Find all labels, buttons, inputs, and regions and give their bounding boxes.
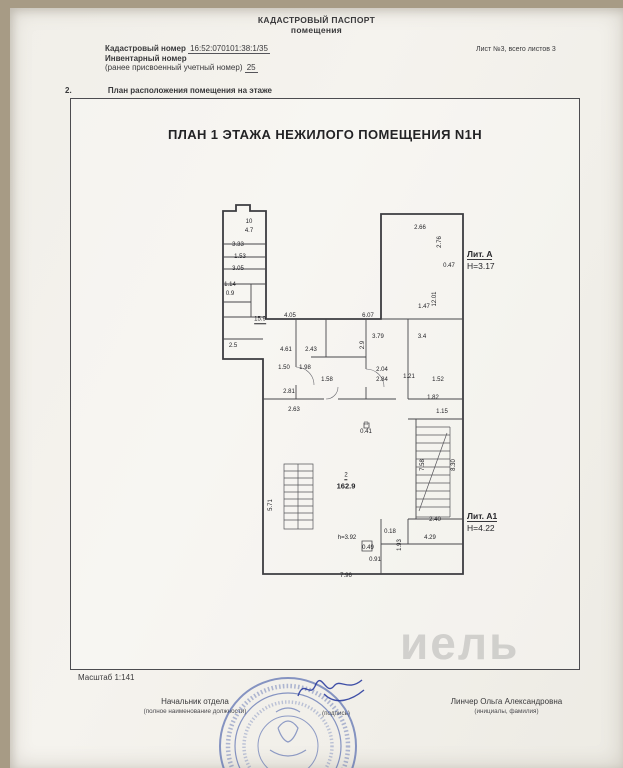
dimension-label: 4.29 — [424, 535, 436, 541]
signer-position-block: Начальник отдела (полное наименование до… — [130, 697, 260, 715]
dimension-label: 6.07 — [362, 313, 374, 319]
dimension-label: 0.9 — [225, 291, 235, 297]
photo-watermark: иель — [400, 617, 520, 669]
dimension-label: 2.5 — [228, 343, 238, 349]
signer-name: Линчер Ольга Александровна — [450, 697, 563, 706]
dimension-label: 1.15 — [436, 409, 448, 415]
scale-note: Масштаб 1:141 — [78, 673, 135, 682]
dimension-label: 2.84 — [376, 377, 388, 383]
document-page: КАДАСТРОВЫЙ ПАСПОРТ помещения Кадастровы… — [10, 8, 623, 768]
dimension-label: 1.50 — [278, 365, 290, 371]
dimension-label: 2.43 — [305, 347, 317, 353]
dimension-label: 4.61 — [280, 347, 292, 353]
dimension-label: 3.4 — [417, 334, 427, 340]
plan-title: ПЛАН 1 ЭТАЖА НЕЖИЛОГО ПОМЕЩЕНИЯ N1Н — [167, 127, 483, 142]
liter-a1-height: Н=4.22 — [467, 523, 495, 533]
dimension-label: 1.98 — [299, 365, 311, 371]
inventory-note: (ранее присвоенный учетный номер) — [105, 63, 243, 72]
dimension-label: 2.04 — [376, 367, 388, 373]
cadastral-number-row: Кадастровый номер 16:52:070101:38:1/35 — [105, 44, 270, 54]
dimension-label: 5.71 — [268, 499, 274, 511]
inventory-number-row: Инвентарный номер — [105, 54, 270, 64]
cadastral-number-label: Кадастровый номер — [105, 44, 186, 53]
dimension-label: 2.81 — [283, 389, 295, 395]
dimension-label: 0.18 — [384, 529, 396, 535]
dimension-label: 3.79 — [372, 334, 384, 340]
document-title: КАДАСТРОВЫЙ ПАСПОРТ помещения — [10, 15, 623, 35]
dimension-layer: 10 4.7 3.33 1.53 3.05 1.14 0.9 15.9 4.05 6.07 2.66… — [216, 199, 481, 589]
dimension-label: 0.49 — [362, 545, 374, 551]
dimension-label: 7.58 — [420, 459, 426, 471]
liter-a-label: Лит. А Н=3.17 — [467, 249, 495, 271]
liter-a1-name: Лит. А1 — [467, 511, 498, 522]
liter-a-name: Лит. А — [467, 249, 493, 260]
official-round-stamp — [219, 677, 357, 768]
dimension-label: 1.52 — [432, 377, 444, 383]
dimension-label: 0.41 — [360, 429, 372, 435]
dimension-label: 8.30 — [451, 459, 457, 471]
dimension-label: 3.33 — [232, 242, 244, 248]
dimension-label: 12.01 — [432, 291, 438, 307]
signer-position: Начальник отдела — [161, 697, 229, 706]
liter-a-height: Н=3.17 — [467, 261, 495, 271]
cadastral-number-value: 16:52:070101:38:1/35 — [188, 44, 270, 54]
section-heading: 2. План расположения помещения на этаже — [65, 86, 272, 95]
dimension-label: 2.40 — [429, 517, 441, 523]
signer-name-block: Линчер Ольга Александровна (инициалы, фа… — [424, 697, 589, 715]
dimension-label: 4.05 — [284, 313, 296, 319]
dimension-label: 1.47 — [418, 304, 430, 310]
signer-name-note: (инициалы, фамилия) — [474, 708, 539, 715]
liter-a1-label: Лит. А1 Н=4.22 — [467, 511, 498, 533]
sheet-info: Лист №3, всего листов 3 — [476, 46, 556, 53]
signature-note: (подпись) — [322, 710, 350, 717]
dimension-label: 1.82 — [427, 395, 439, 401]
dimension-label: 2.76 — [437, 236, 443, 248]
dimension-label: 7.96 — [340, 573, 352, 579]
signer-position-note: (полное наименование должности) — [143, 708, 247, 715]
inventory-number-value: 25 — [244, 63, 258, 73]
handwritten-signature — [297, 679, 365, 702]
dimension-label: 15.9 — [254, 316, 266, 324]
dimension-label: 1.93 — [397, 539, 403, 551]
dimension-label: h=3.92 — [337, 535, 357, 541]
dimension-label: 4.7 — [244, 228, 254, 234]
inventory-note-row: (ранее присвоенный учетный номер) 25 — [105, 63, 270, 73]
dimension-label: 0.47 — [443, 263, 455, 269]
inventory-number-label: Инвентарный номер — [105, 53, 187, 63]
document-title-line2: помещения — [290, 25, 343, 35]
dimension-label: □ — [364, 421, 368, 427]
floor-plan-walls — [222, 204, 464, 575]
dimension-label: 10 — [245, 219, 253, 225]
dimension-label: 1.21 — [403, 374, 415, 380]
dimension-label: 2 — [344, 472, 348, 480]
section-number: 2. — [65, 86, 72, 95]
dimension-label: 2.9 — [360, 340, 366, 350]
dimension-label: 1.53 — [234, 254, 246, 260]
document-meta: Кадастровый номер 16:52:070101:38:1/35 И… — [105, 44, 270, 73]
floor-plan-drawing: 10 4.7 3.33 1.53 3.05 1.14 0.9 15.9 4.05 6.07 2.66… — [216, 199, 481, 589]
dimension-label: 1.58 — [321, 377, 333, 383]
dimension-label: 3.05 — [232, 266, 244, 272]
dimension-label: 2.63 — [288, 407, 300, 413]
dimension-label: 162.9 — [336, 481, 356, 491]
dimension-label: 2.66 — [414, 225, 426, 231]
dimension-label: 1.14 — [224, 282, 236, 288]
document-title-line1: КАДАСТРОВЫЙ ПАСПОРТ — [257, 15, 376, 25]
dimension-label: 0.91 — [369, 557, 381, 563]
plan-frame: ПЛАН 1 ЭТАЖА НЕЖИЛОГО ПОМЕЩЕНИЯ N1Н — [70, 98, 580, 670]
section-title: План расположения помещения на этаже — [107, 86, 272, 95]
